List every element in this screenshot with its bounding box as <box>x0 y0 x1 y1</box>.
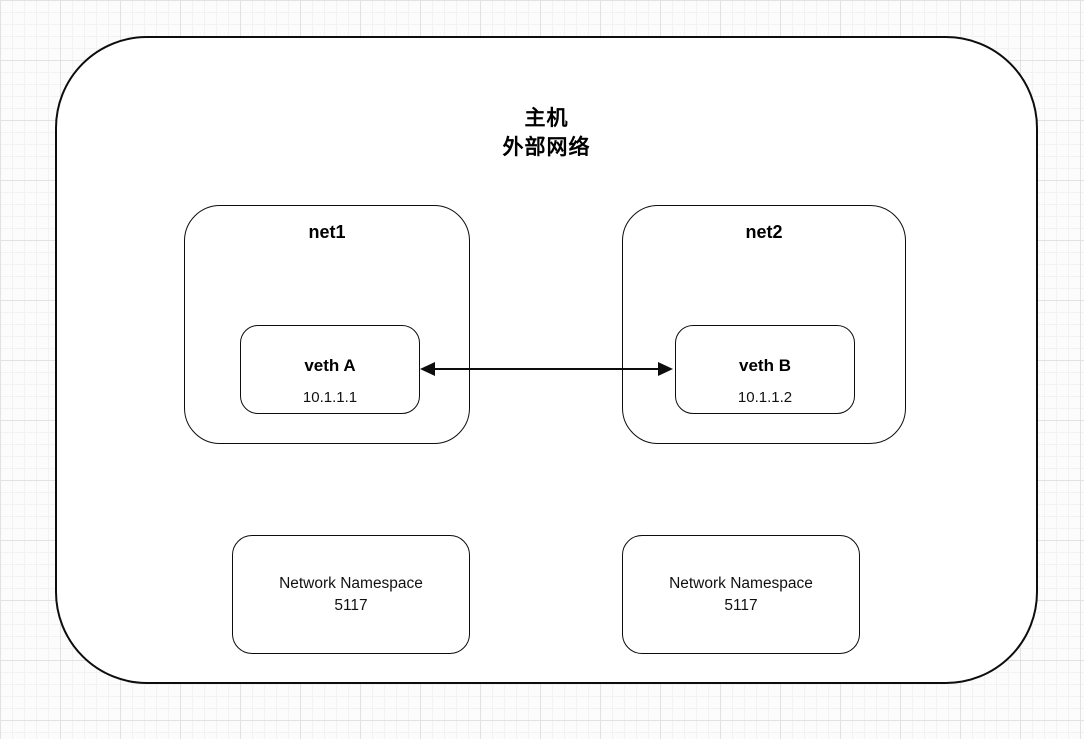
net2-box: net2 veth B 10.1.1.2 <box>622 205 906 444</box>
network-namespace-box-1: Network Namespace 5117 <box>232 535 470 654</box>
host-container-box: 主机 外部网络 net1 veth A 10.1.1.1 net2 veth B… <box>55 36 1038 684</box>
network-namespace-box-2: Network Namespace 5117 <box>622 535 860 654</box>
veth-b-ip: 10.1.1.2 <box>737 389 793 406</box>
veth-b-label: veth B <box>739 356 791 375</box>
network-namespace-1-id: 5117 <box>334 596 368 614</box>
host-title-line2: 外部网络 <box>502 136 591 159</box>
veth-pair-arrow <box>420 362 673 376</box>
host-title: 主机 外部网络 <box>57 104 1036 162</box>
network-namespace-2-id: 5117 <box>724 596 758 614</box>
net2-label: net2 <box>745 222 783 242</box>
net1-label: net1 <box>308 222 346 242</box>
veth-a-ip: 10.1.1.1 <box>302 389 358 406</box>
net1-box: net1 veth A 10.1.1.1 <box>184 205 470 444</box>
veth-a-label: veth A <box>304 356 356 375</box>
network-namespace-1-title: Network Namespace <box>279 574 423 592</box>
veth-b-box: veth B 10.1.1.2 <box>675 325 855 414</box>
veth-a-box: veth A 10.1.1.1 <box>240 325 420 414</box>
arrowhead-right <box>658 362 673 376</box>
host-title-line1: 主机 <box>524 107 569 130</box>
arrowhead-left <box>420 362 435 376</box>
network-namespace-2-title: Network Namespace <box>669 574 813 592</box>
